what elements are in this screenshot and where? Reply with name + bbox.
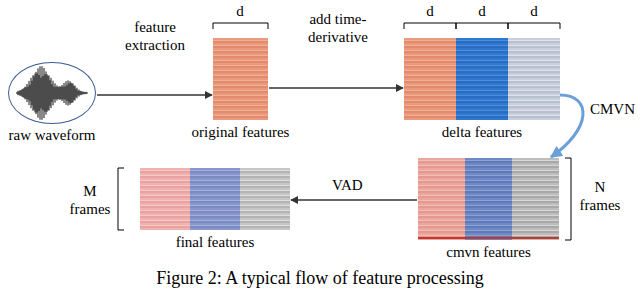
annotation-label: d bbox=[524, 2, 544, 20]
waveform-symbol bbox=[17, 66, 87, 120]
annotation-label: d bbox=[420, 2, 440, 20]
annotation-label: d bbox=[472, 2, 492, 20]
feature-matrix: cmvn features bbox=[418, 158, 559, 240]
frame-marker bbox=[418, 237, 559, 239]
feature-matrix: delta features bbox=[404, 38, 560, 120]
node-label: delta features bbox=[442, 123, 522, 141]
edge-label: add time-derivative bbox=[280, 10, 396, 46]
feature-block bbox=[418, 158, 465, 240]
node-label: original features bbox=[192, 123, 290, 141]
feature-matrix: final features bbox=[140, 168, 290, 230]
feature-block bbox=[456, 38, 508, 120]
feature-block bbox=[465, 158, 512, 240]
dimension-bracket bbox=[118, 23, 571, 240]
feature-block bbox=[240, 168, 290, 230]
edge-label: VAD bbox=[332, 176, 363, 194]
feature-matrix: original features bbox=[213, 38, 268, 120]
feature-block bbox=[140, 168, 190, 230]
flow-arrow bbox=[291, 199, 417, 200]
feature-block bbox=[190, 168, 240, 230]
edge-label: feature extraction bbox=[105, 18, 205, 54]
feature-block bbox=[508, 38, 560, 120]
feature-block bbox=[512, 158, 559, 240]
waveform-symbol bbox=[17, 66, 87, 120]
annotation-label: d bbox=[230, 2, 250, 20]
flow-arrow bbox=[97, 94, 212, 95]
edge-label: CMVN bbox=[590, 100, 635, 118]
figure-caption: Figure 2: A typical flow of feature proc… bbox=[0, 267, 640, 289]
node-label: raw waveform bbox=[8, 126, 95, 144]
waveform-oval: raw waveform bbox=[8, 62, 96, 124]
flow-arrow bbox=[269, 87, 403, 88]
feature-block bbox=[404, 38, 456, 120]
node-label: cmvn features bbox=[446, 243, 531, 261]
annotation-label: M frames bbox=[66, 182, 114, 218]
feature-block bbox=[213, 38, 268, 120]
annotation-label: N frames bbox=[576, 178, 624, 214]
node-label: final features bbox=[176, 233, 255, 251]
